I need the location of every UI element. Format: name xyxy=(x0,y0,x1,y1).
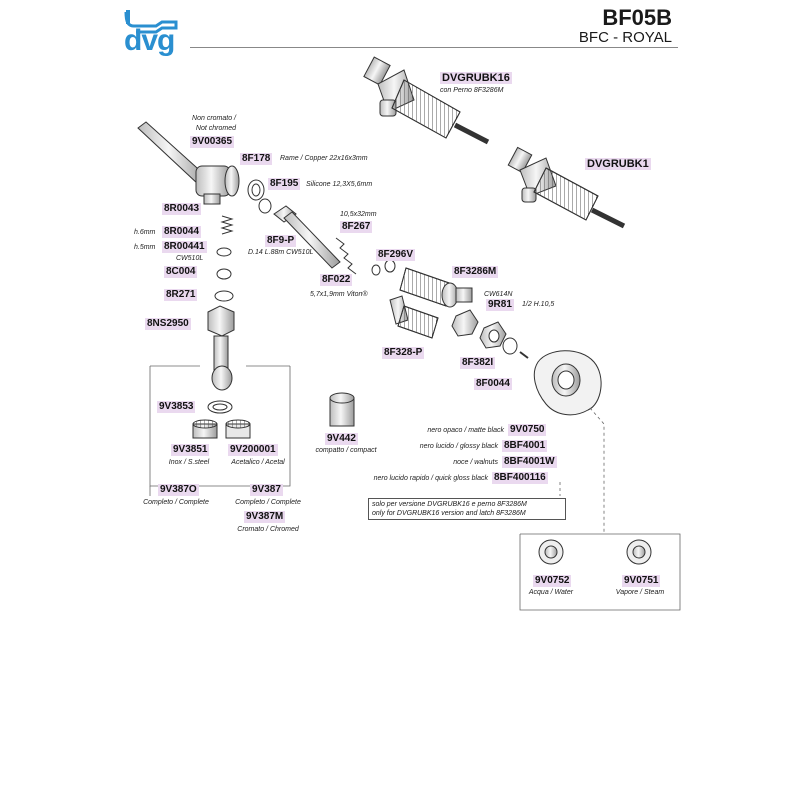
tag-8f296v: 8F296V xyxy=(376,249,416,261)
knob-variant-label: nero lucido / glossy black xyxy=(419,443,498,450)
spout-8ns2950-part xyxy=(207,305,235,391)
note-8f195: Silicone 12,3X5,6mm xyxy=(306,181,373,188)
note-8r0044: h.6mm xyxy=(134,229,156,236)
note-9v00365-a: Non cromato / xyxy=(192,115,236,122)
note-8f178: Rame / Copper 22x16x3mm xyxy=(280,155,368,162)
oring-8f296v-part xyxy=(384,259,396,273)
valve-dvgrubk16-part xyxy=(363,56,490,145)
latch-8f3286m-part xyxy=(399,267,473,308)
note-9v442: compatto / compact xyxy=(315,447,377,454)
version-note-box: solo per versione DVGRUBK16 e perno 8F32… xyxy=(368,498,566,520)
tag-8r00441: 8R00441 xyxy=(162,241,207,253)
note-8f9p: D.14 L.88m CW510L xyxy=(248,249,314,256)
note-8f267: 10,5x32mm xyxy=(340,211,377,218)
nut-8f382i-part xyxy=(451,309,479,337)
note-9v387m: Cromato / Chromed xyxy=(237,526,299,533)
tag-9v3853: 9V3853 xyxy=(157,401,196,413)
tag-9v200001: 9V200001 xyxy=(228,444,278,456)
tag-dvgrubk1: DVGRUBK1 xyxy=(585,158,651,170)
stem-8f9p-part xyxy=(273,205,341,269)
tag-8f0044: 8F0044 xyxy=(474,378,512,390)
note-9v3851: Inox / S.steel xyxy=(168,459,210,466)
knob-variant-label: nero lucido rapido / quick gloss black xyxy=(373,475,488,482)
note-9v0751: Vapore / Steam xyxy=(615,589,665,596)
stem-8f328p-part xyxy=(389,295,439,339)
note-9r81-size: 1/2 H.10,5 xyxy=(522,301,555,308)
tag-8c004: 8C004 xyxy=(164,266,198,278)
tag-9v387: 9V387 xyxy=(250,484,283,496)
note-9v387o: Completo / Complete xyxy=(143,499,209,506)
logo-text: dvg xyxy=(124,24,175,57)
elbow-9v00365-part xyxy=(137,121,240,205)
version-note-line: only for DVGRUBK16 version and latch 8F3… xyxy=(372,510,526,517)
knob-variant-code: 9V0750 xyxy=(508,424,547,436)
tag-8f328p: 8F328-P xyxy=(382,347,425,359)
note-9v00365-b: Not chromed xyxy=(195,125,236,132)
note-8r00441-h: h.5mm xyxy=(134,244,156,251)
note-9v0752: Acqua / Water xyxy=(528,589,574,596)
knob-variant-label: nero opaco / matte black xyxy=(427,427,504,434)
model-title: BFC - ROYAL xyxy=(578,29,672,46)
tag-9v387m: 9V387M xyxy=(244,511,286,523)
washer-8r0044-part xyxy=(216,247,232,257)
spring-8r0043-part xyxy=(220,215,234,235)
tag-dvgrubk16: DVGRUBK16 xyxy=(440,72,512,84)
note-9v387: Completo / Complete xyxy=(235,499,301,506)
knob-variant-code: 8BF400116 xyxy=(492,472,548,484)
valve-dvgrubk1-part xyxy=(507,146,626,229)
washer-8c004-part xyxy=(216,268,232,280)
aerator-9v3851-part xyxy=(192,419,218,439)
tag-8ns2950: 8NS2950 xyxy=(145,318,191,330)
aerator-9v442-part xyxy=(329,392,355,427)
aerator-9v200001-part xyxy=(225,419,251,439)
knob-variant-code: 8BF4001W xyxy=(502,456,557,468)
tag-9v0751: 9V0751 xyxy=(622,575,661,587)
cap-9v0751-part xyxy=(626,539,652,565)
tag-9v387o: 9V387O xyxy=(158,484,199,496)
oring-8f022-part xyxy=(371,264,381,276)
tag-9v3851: 9V3851 xyxy=(171,444,210,456)
note-9r81-mat: CW614N xyxy=(484,291,513,298)
spring-8f267-part xyxy=(335,237,357,275)
tag-8f195: 8F195 xyxy=(268,178,301,190)
washer-8f195-part xyxy=(258,198,272,214)
note-dvgrubk16: con Perno 8F3286M xyxy=(440,87,504,94)
note-8f022: 5,7x1,9mm Viton® xyxy=(310,291,368,298)
tag-8f178: 8F178 xyxy=(240,153,273,165)
page-code: BF05B xyxy=(602,5,672,30)
knob-variant-code: 8BF4001 xyxy=(502,440,548,452)
knob-part xyxy=(533,350,602,416)
tag-9v442: 9V442 xyxy=(325,433,358,445)
tag-8f382i: 8F382I xyxy=(460,357,496,369)
header-divider xyxy=(190,47,678,48)
tag-9v0752: 9V0752 xyxy=(533,575,572,587)
tag-8r271: 8R271 xyxy=(164,289,198,301)
tag-9v00365: 9V00365 xyxy=(190,136,235,148)
pin-8f0044-part xyxy=(519,351,529,359)
note-8r00441-mat: CW510L xyxy=(176,255,204,262)
note-9v200001: Acetalico / Acetal xyxy=(231,459,285,466)
cap-9v0752-part xyxy=(538,539,564,565)
version-note-line: solo per versione DVGRUBK16 e perno 8F32… xyxy=(372,501,527,508)
tag-8f9p: 8F9-P xyxy=(265,235,297,247)
knob-variant-label: noce / walnuts xyxy=(453,459,498,466)
dvg-logo-icon xyxy=(124,10,178,34)
tag-8r0044: 8R0044 xyxy=(162,226,202,238)
tag-8f022: 8F022 xyxy=(320,274,353,286)
tag-8f267: 8F267 xyxy=(340,221,373,233)
tag-8r0043: 8R0043 xyxy=(162,203,202,215)
oring-8r271-part xyxy=(214,290,234,302)
tag-9r81: 9R81 xyxy=(486,299,514,311)
tag-8f3286m: 8F3286M xyxy=(452,266,499,278)
